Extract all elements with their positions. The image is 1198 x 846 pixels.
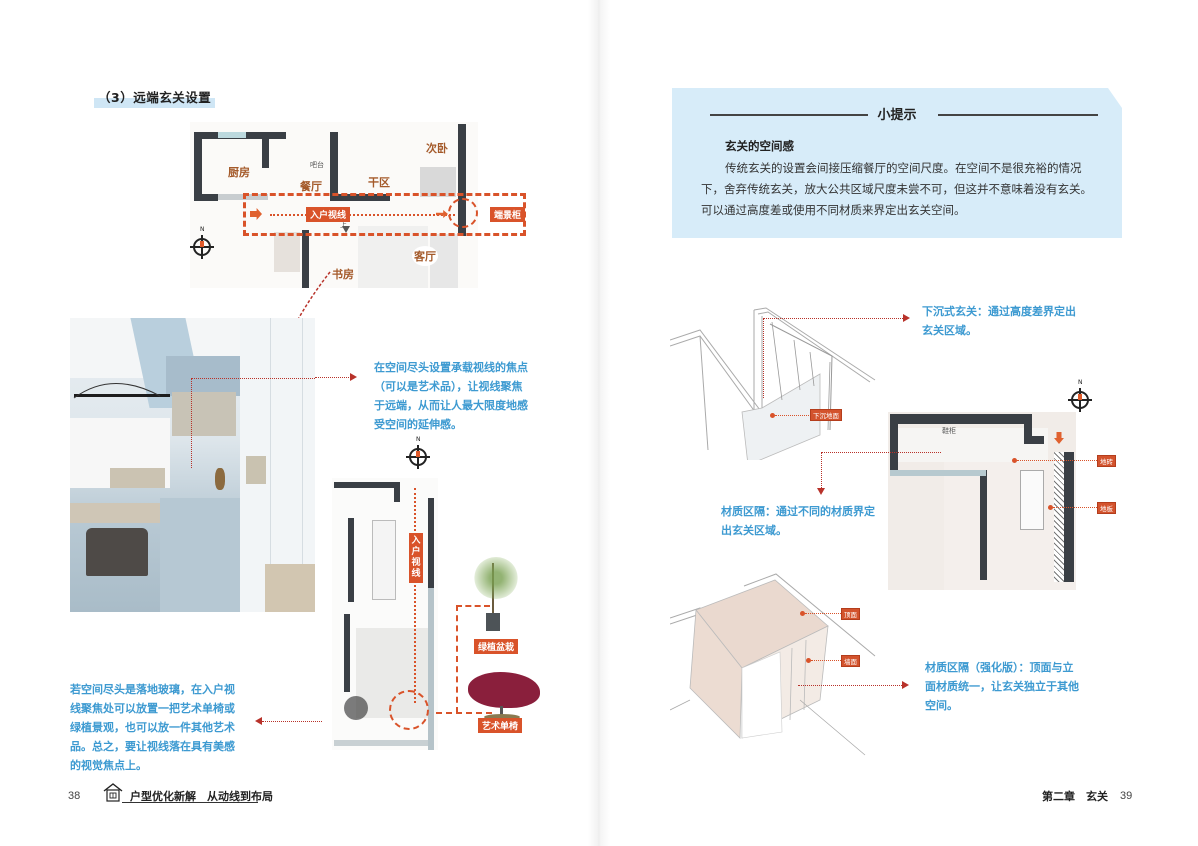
glass-wall-note: 若空间尽头是落地玻璃，在入户视 线聚焦处可以放置一把艺术单椅或 绿植景观，也可以… [70,683,235,772]
sunken-floor-tag: 下沉地面 [810,409,842,421]
items-connector-vline [456,605,458,713]
focal-point-note: 在空间尽头设置承载视线的焦点 （可以是艺术品），让视线聚焦 于远端，从而让人最大… [374,361,528,431]
entry-arrow-icon [250,208,262,220]
interior-render-image [70,318,315,612]
material-plus-sketch [670,573,876,756]
tile-dot [1012,458,1017,463]
items-connector-bottom [436,712,492,714]
room-label-bar: 吧台 [310,161,324,169]
compass-icon: N [1068,379,1092,412]
tip-rule-left [710,114,868,116]
room-label-dry-area: 干区 [368,176,390,189]
stairs-down-arrow [342,226,350,233]
entry-sightline-tag: 入户视线 [306,207,351,222]
room-label-study: 书房 [332,268,354,281]
bottom-entry-sightline-tag: 入户视线 [409,533,423,583]
plant-tag: 绿植盆栽 [474,639,519,654]
bottom-sightline-line [414,488,416,703]
room-label-kitchen: 厨房 [228,166,250,179]
compass-icon: N [190,226,214,259]
sunken-entry-note: 下沉式玄关：通过高度差界定出 玄关区域。 [922,305,1076,337]
shoe-cabinet-label: 鞋柜 [942,427,956,435]
chapter-title: 第二章 玄关 [1042,790,1108,803]
wood-tag: 地板 [1097,502,1116,514]
footer-rule [122,802,258,803]
end-cabinet-tag: 端景柜 [490,207,526,222]
sunken-floor-line [775,415,811,416]
compass-icon: N [406,436,430,469]
sunken-floor-dot [770,413,775,418]
ceiling-dot [800,611,805,616]
entry-sightline-line [270,214,455,216]
page-number-right: 39 [1120,790,1133,802]
material-floor-plan: 鞋柜 [888,412,1076,590]
material-note: 材质区隔：通过不同的材质界定 出玄关区域。 [721,505,875,537]
tip-subtitle: 玄关的空间感 [725,139,794,153]
bottom-focus-circle [389,690,429,730]
room-label-living: 客厅 [412,246,438,266]
art-chair-image [466,672,542,722]
ceiling-tag: 顶面 [841,608,860,620]
wall-dot [806,658,811,663]
items-connector-top [456,605,490,607]
plant-image [470,555,520,635]
wall-line [811,660,841,661]
entry-arrow-icon [1054,432,1064,444]
tip-body: 传统玄关的设置会间接压缩餐厅的空间尺度。在空间不是很充裕的情况下，舍弃传统玄关，… [701,161,1092,217]
book-title: 户型优化新解 从动线到布局 [130,790,273,803]
material-plus-connector [798,685,902,686]
tile-line [1017,460,1097,461]
render-connector-line [315,377,351,378]
focus-arrow-icon [436,210,448,218]
house-icon [102,782,124,802]
glass-note-arrow [255,717,262,725]
tip-box: 小提示 玄关的空间感 传统玄关的设置会间接压缩餐厅的空间尺度。在空间不是很充裕的… [672,88,1122,238]
art-chair-tag: 艺术单椅 [478,718,523,733]
ceiling-line [805,613,841,614]
material-connector-h [821,452,941,453]
end-cabinet-circle [448,198,478,228]
wood-dot [1048,505,1053,510]
glass-note-connector [262,721,322,722]
material-plus-arrow [902,681,909,689]
page-number-left: 38 [68,790,81,802]
wall-tag: 墙面 [841,655,860,667]
sunken-connector-v [763,318,764,398]
room-label-second-bedroom: 次卧 [426,142,448,155]
tile-tag: 地砖 [1097,455,1116,467]
stairs-up-label: 上 [340,221,347,229]
render-connector-arrow [350,373,357,381]
sunken-entry-sketch [670,307,876,460]
material-connector-arrow [817,488,825,495]
material-connector-v [821,452,822,488]
section-heading: （3）远端玄关设置 [94,86,216,108]
sunken-connector-arrow [903,314,910,322]
material-plus-note: 材质区隔（强化版）：顶面与立 面材质统一，让玄关独立于其他 空间。 [925,661,1079,712]
room-label-dining: 餐厅 [300,180,322,193]
book-spine [588,0,610,846]
tip-rule-right [938,114,1098,116]
tip-title: 小提示 [877,108,917,123]
wood-line [1053,507,1097,508]
sunken-connector-h [763,318,903,319]
